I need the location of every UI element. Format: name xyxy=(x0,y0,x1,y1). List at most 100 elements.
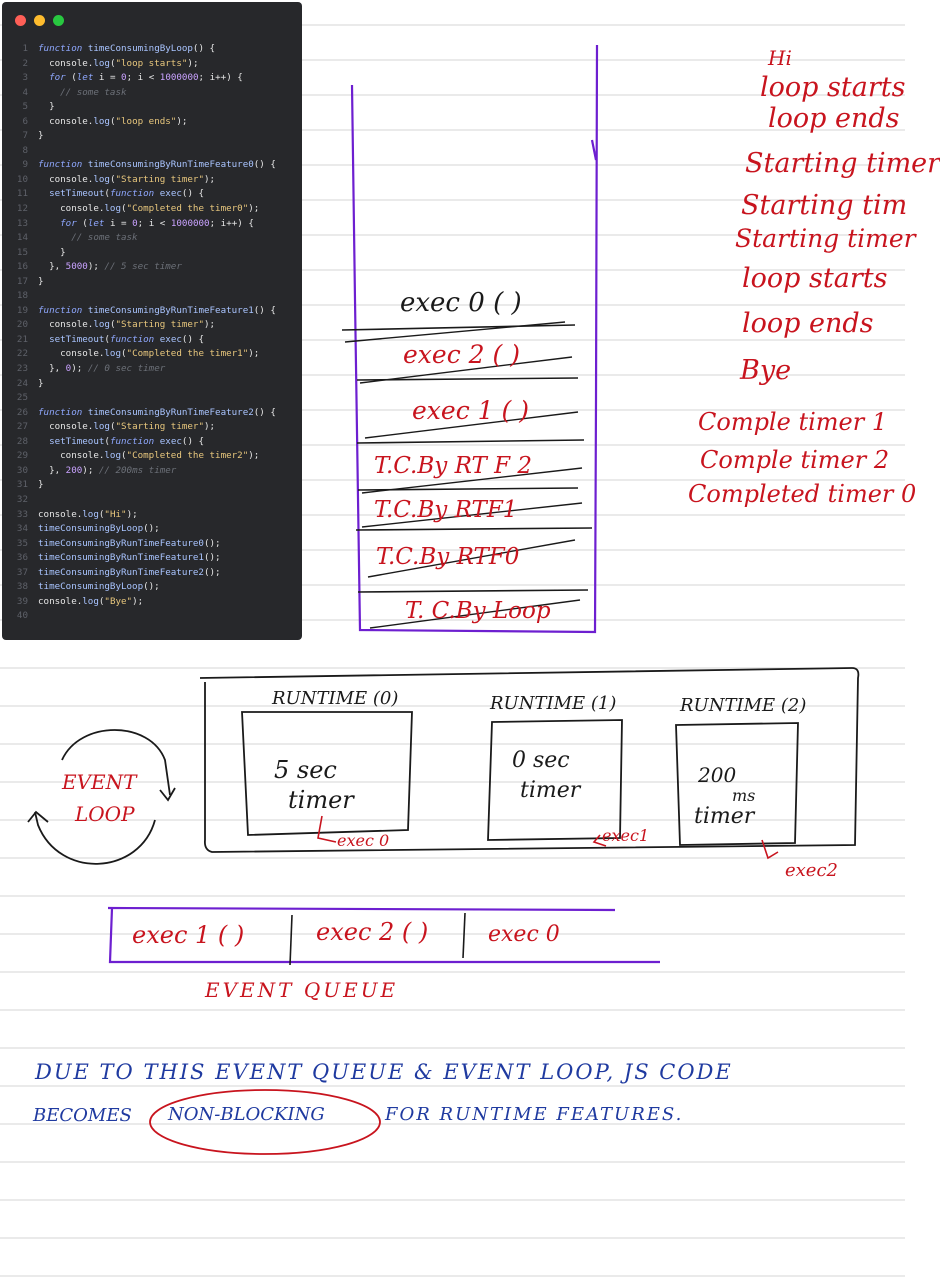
code-line: 31} xyxy=(2,478,302,493)
runtime-1-title: RUNTIME (1) xyxy=(490,693,617,714)
console-line-starting-timer-1: Starting tim xyxy=(741,190,908,221)
code-line: 20 console.log("Starting timer"); xyxy=(2,318,302,333)
line-number: 30 xyxy=(16,464,28,476)
code-line: 29 console.log("Completed the timer2"); xyxy=(2,449,302,464)
non-blocking-highlight xyxy=(149,1089,381,1155)
line-number: 3 xyxy=(22,72,28,84)
event-loop-circle xyxy=(27,729,176,865)
code-text: // some task xyxy=(71,232,138,244)
code-line: 30 }, 200); // 200ms timer xyxy=(2,464,302,479)
runtime-0-body-line1: 5 sec xyxy=(274,756,337,784)
code-line: 23 }, 0); // 0 sec timer xyxy=(2,362,302,377)
code-text: console.log("Starting timer"); xyxy=(38,173,216,185)
code-line: 40 xyxy=(2,609,302,624)
line-number: 10 xyxy=(16,173,28,185)
runtime-2-body-line2: ms xyxy=(732,786,756,805)
code-text: }, 5000); // 5 sec timer xyxy=(38,261,182,273)
stack-frame-tc-rtf1: T.C.By RTF1 xyxy=(374,497,518,523)
event-queue-outline xyxy=(107,906,660,964)
code-line: 13 for (let i = 0; i < 1000000; i++) { xyxy=(2,217,302,232)
runtime-0-callback: exec 0 xyxy=(337,831,390,850)
code-text: console.log("Starting timer"); xyxy=(38,421,216,433)
stack-frame-exec-2: exec 2 ( ) xyxy=(403,340,520,369)
line-number: 8 xyxy=(22,144,28,156)
code-text: setTimeout(function exec() { xyxy=(49,333,205,345)
code-text: console.log("Completed the timer1"); xyxy=(38,348,260,360)
code-text: timeConsumingByRunTimeFeature0(); xyxy=(38,537,221,549)
code-text: }, 0); // 0 sec timer xyxy=(38,363,166,375)
console-line-comple-timer-2: Comple timer 2 xyxy=(700,446,890,474)
line-number: 13 xyxy=(16,217,28,229)
code-line: 2 console.log("loop starts"); xyxy=(2,57,302,72)
code-text: function timeConsumingByRunTimeFeature2(… xyxy=(38,406,276,418)
code-text: timeConsumingByRunTimeFeature1(); xyxy=(38,552,221,564)
console-line-comple-timer-1: Comple timer 1 xyxy=(698,408,888,436)
code-line: 17} xyxy=(2,275,302,290)
runtime-2-body-line3: timer xyxy=(694,804,755,829)
line-number: 26 xyxy=(16,406,28,418)
code-line: 24} xyxy=(2,377,302,392)
line-number: 7 xyxy=(22,130,28,142)
code-line: 3 for (let i = 0; i < 1000000; i++) { xyxy=(2,71,302,86)
line-number: 32 xyxy=(16,493,28,505)
line-number: 37 xyxy=(16,566,28,578)
code-line: 10 console.log("Starting timer"); xyxy=(2,173,302,188)
code-line: 22 console.log("Completed the timer1"); xyxy=(2,347,302,362)
console-line-loop-ends-2: loop ends xyxy=(742,308,874,339)
event-queue-item-exec0: exec 0 xyxy=(488,922,560,947)
runtime-2-box xyxy=(675,722,799,846)
line-number: 20 xyxy=(16,319,28,331)
code-line: 26 function timeConsumingByRunTimeFeature… xyxy=(2,406,302,421)
code-text: console.log("loop starts"); xyxy=(38,57,199,69)
code-line: 35 timeConsumingByRunTimeFeature0(); xyxy=(2,537,302,552)
code-line: 32 xyxy=(2,493,302,508)
line-number: 35 xyxy=(16,537,28,549)
code-text: } xyxy=(38,101,55,113)
code-text: setTimeout(function exec() { xyxy=(49,188,205,200)
line-number: 25 xyxy=(16,392,28,404)
code-line: 27 console.log("Starting timer"); xyxy=(2,420,302,435)
code-text: setTimeout(function exec() { xyxy=(49,435,205,447)
conclusion-line1: DUE TO THIS EVENT QUEUE & EVENT LOOP, JS… xyxy=(35,1060,733,1084)
line-number: 5 xyxy=(22,101,28,113)
line-number: 17 xyxy=(16,275,28,287)
handwritten-diagram xyxy=(27,44,860,1155)
code-text: timeConsumingByRunTimeFeature2(); xyxy=(38,566,221,578)
code-line: 37 timeConsumingByRunTimeFeature2(); xyxy=(2,566,302,581)
line-number: 9 xyxy=(22,159,28,171)
line-number: 40 xyxy=(16,610,28,622)
event-loop-label-line2: LOOP xyxy=(75,802,135,826)
event-loop-label-line1: EVENT xyxy=(62,770,137,794)
line-number: 14 xyxy=(16,232,28,244)
conclusion-non-blocking: NON-BLOCKING xyxy=(168,1104,325,1125)
stack-frame-tc-rtf2: T.C.By RT F 2 xyxy=(374,453,533,479)
runtime-1-callback: exec1 xyxy=(602,826,650,845)
runtime-1-body-line2: timer xyxy=(520,778,581,803)
runtime-1-box xyxy=(487,719,623,841)
console-line-starting-timer-2: Starting timer xyxy=(735,224,916,253)
code-text: function timeConsumingByRunTimeFeature1(… xyxy=(38,304,276,316)
event-queue-label: EVENT QUEUE xyxy=(205,978,399,1002)
call-stack-strikes xyxy=(344,321,583,629)
code-line: 7} xyxy=(2,129,302,144)
code-text: console.log("Completed the timer0"); xyxy=(38,203,260,215)
code-line: 15 } xyxy=(2,246,302,261)
conclusion-line2-after: FOR RUNTIME FEATURES. xyxy=(385,1104,684,1125)
minimize-window-dot xyxy=(34,15,45,26)
runtime-2-body-line1: 200 xyxy=(698,763,737,787)
event-queue-item-exec1: exec 1 ( ) xyxy=(132,921,245,949)
call-stack-outline xyxy=(350,44,599,634)
line-number: 15 xyxy=(16,246,28,258)
line-number: 11 xyxy=(16,188,28,200)
code-text: console.log("Completed the timer2"); xyxy=(38,450,260,462)
code-text: } xyxy=(38,130,44,142)
code-line: 11 setTimeout(function exec() { xyxy=(2,187,302,202)
line-number: 16 xyxy=(16,261,28,273)
console-line-completed-timer-0: Completed timer 0 xyxy=(688,480,917,508)
event-queue-item-exec2: exec 2 ( ) xyxy=(316,918,429,946)
stack-frame-exec-0: exec 0 ( ) xyxy=(400,288,522,318)
